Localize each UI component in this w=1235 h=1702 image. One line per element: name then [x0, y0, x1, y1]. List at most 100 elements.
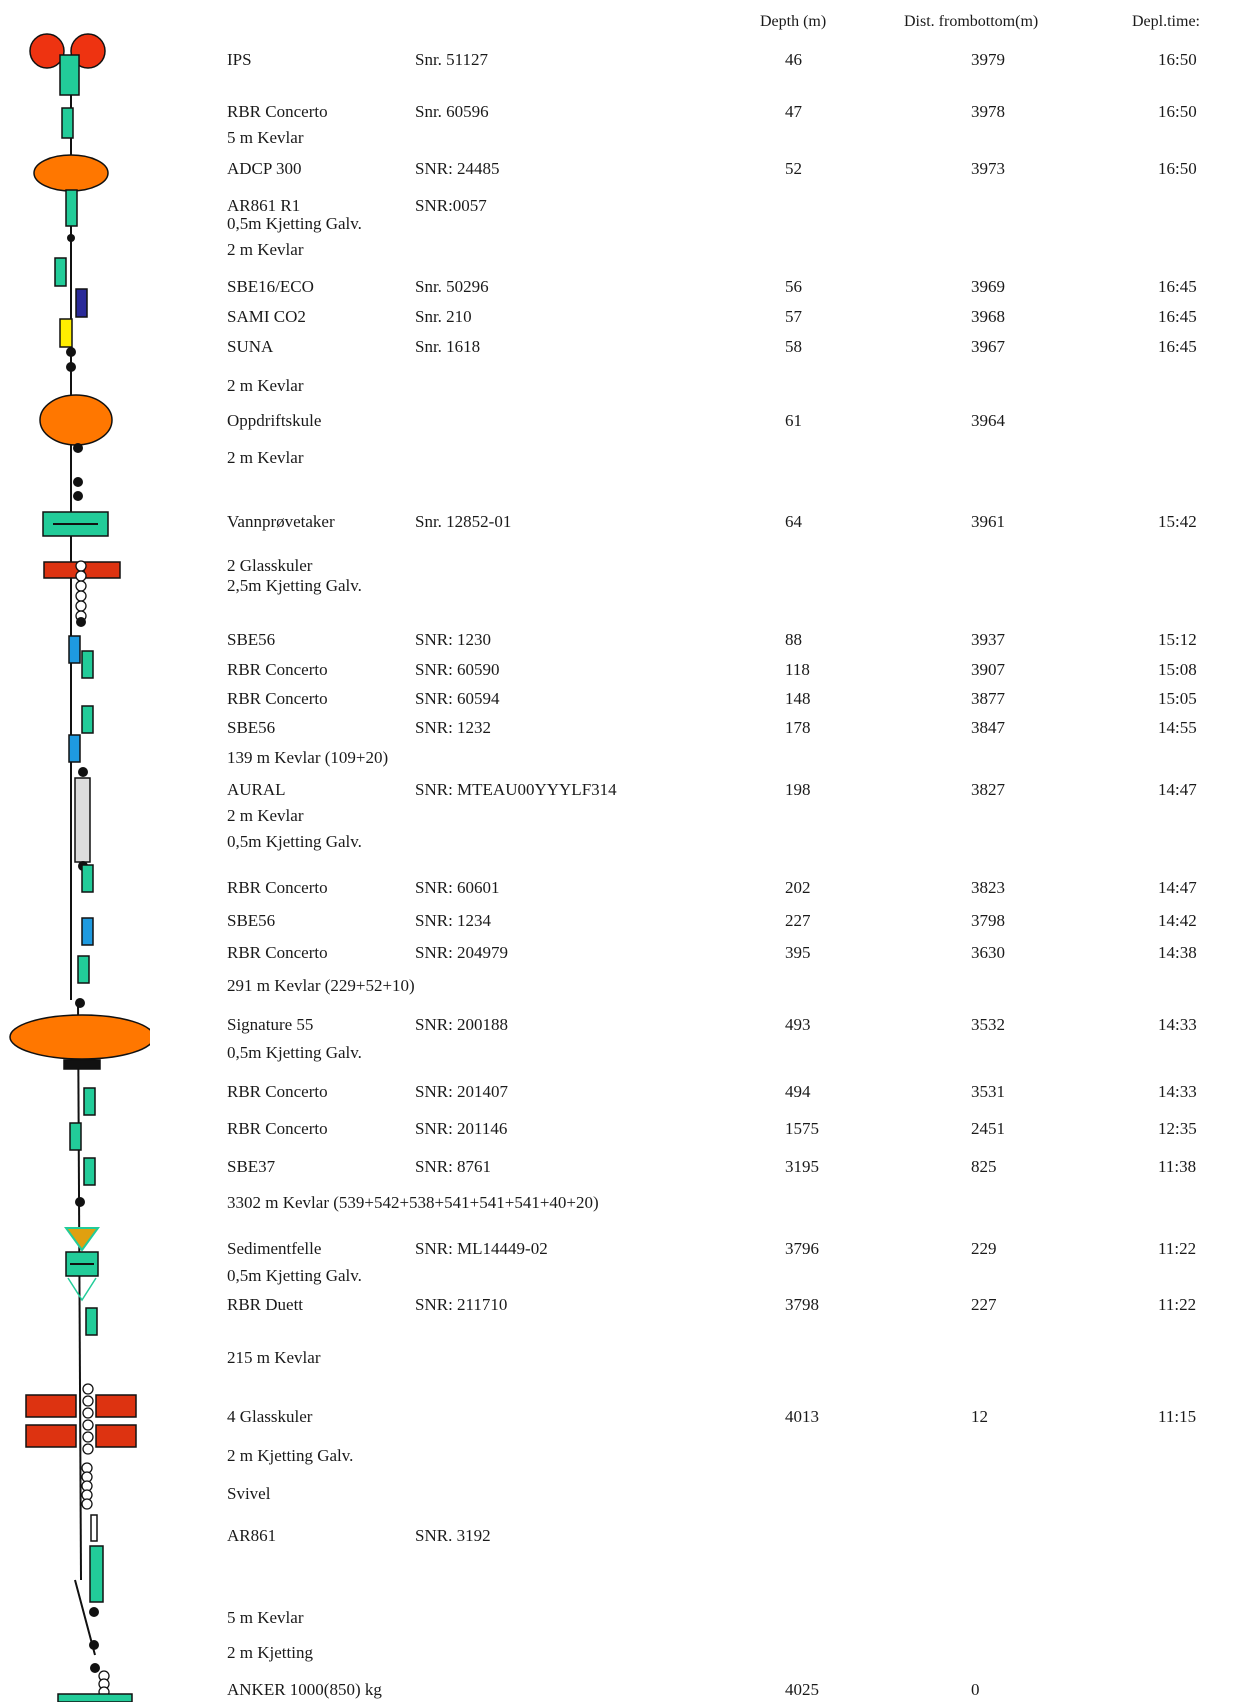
row-time: 14:47 — [1158, 878, 1197, 897]
glass-float-lower-left — [25, 1424, 77, 1448]
row-name: AURAL — [227, 780, 286, 799]
row-snr: SNR: 60590 — [415, 660, 500, 679]
row-depth: 198 — [785, 780, 811, 799]
row-dist: 229 — [971, 1239, 997, 1258]
rbr-concerto-instrument — [81, 650, 94, 679]
row-dist: 3979 — [971, 50, 1005, 69]
suna-instrument — [59, 318, 73, 348]
shackle — [78, 767, 88, 777]
row-time: 16:50 — [1158, 102, 1197, 121]
buoyancy-float — [39, 394, 113, 446]
shackle — [73, 477, 83, 487]
row-name: 2 m Kevlar — [227, 448, 304, 467]
row-name: 0,5m Kjetting Galv. — [227, 1043, 362, 1062]
row-time: 16:45 — [1158, 277, 1197, 296]
row-time: 14:47 — [1158, 780, 1197, 799]
row-name: 139 m Kevlar (109+20) — [227, 748, 389, 767]
rbr-concerto-instrument — [81, 864, 94, 893]
row-name: RBR Concerto — [227, 1082, 328, 1101]
rbr-concerto-instrument — [61, 107, 74, 139]
row-name: Signature 55 — [227, 1015, 314, 1034]
row-depth: 202 — [785, 878, 811, 897]
row-time: 16:50 — [1158, 50, 1197, 69]
row-time: 15:08 — [1158, 660, 1197, 679]
chain-link — [75, 570, 87, 582]
row-depth: 3796 — [785, 1239, 819, 1258]
row-dist: 12 — [971, 1407, 988, 1426]
row-name: IPS — [227, 50, 252, 69]
row-dist: 3937 — [971, 630, 1005, 649]
shackle — [89, 1640, 99, 1650]
glass-float-link — [82, 1383, 94, 1395]
row-dist: 2451 — [971, 1119, 1005, 1138]
row-name: RBR Concerto — [227, 660, 328, 679]
row-name: 2 Glasskuler — [227, 556, 313, 575]
row-name: RBR Duett — [227, 1295, 304, 1314]
rbr-concerto-instrument — [81, 705, 94, 734]
row-dist: 3978 — [971, 102, 1005, 121]
row-depth: 148 — [785, 689, 811, 708]
row-name: 215 m Kevlar — [227, 1348, 321, 1367]
ar861-release — [65, 189, 78, 227]
glass-float-upper-right — [95, 1394, 137, 1418]
row-name: ADCP 300 — [227, 159, 302, 178]
row-dist: 3907 — [971, 660, 1005, 679]
row-time: 14:55 — [1158, 718, 1197, 737]
row-snr: Snr. 210 — [415, 307, 472, 326]
row-name: Svivel — [227, 1484, 271, 1503]
row-name: 2 m Kjetting — [227, 1643, 313, 1662]
row-name: SBE56 — [227, 630, 276, 649]
row-snr: Snr. 51127 — [415, 50, 489, 69]
row-depth: 46 — [785, 50, 802, 69]
row-dist: 3968 — [971, 307, 1005, 326]
row-snr: Snr. 12852-01 — [415, 512, 512, 531]
row-snr: Snr. 50296 — [415, 277, 489, 296]
chain-link — [81, 1498, 93, 1510]
glass-float-link — [82, 1419, 94, 1431]
row-snr: SNR: 1234 — [415, 911, 492, 930]
row-snr: SNR: 8761 — [415, 1157, 492, 1176]
row-time: 11:22 — [1158, 1239, 1197, 1258]
chain-link — [75, 580, 87, 592]
row-time: 11:22 — [1158, 1295, 1197, 1314]
chain-link — [75, 590, 87, 602]
row-depth: 4025 — [785, 1680, 819, 1699]
row-time: 15:42 — [1158, 512, 1197, 531]
glass-float-lower-right — [95, 1424, 137, 1448]
row-name: SAMI CO2 — [227, 307, 306, 326]
row-dist: 3823 — [971, 878, 1005, 897]
row-name: SBE56 — [227, 718, 276, 737]
shackle — [67, 234, 75, 242]
row-depth: 52 — [785, 159, 802, 178]
row-dist: 3877 — [971, 689, 1005, 708]
chain-link — [75, 600, 87, 612]
row-name: Vannprøvetaker — [227, 512, 335, 531]
row-dist: 825 — [971, 1157, 997, 1176]
row-snr: SNR: 1230 — [415, 630, 492, 649]
sbe56-instrument — [68, 635, 81, 664]
row-name: SBE56 — [227, 911, 276, 930]
row-snr: SNR: 201407 — [415, 1082, 509, 1101]
ips-instrument — [59, 54, 80, 96]
shackle — [75, 1197, 85, 1207]
rbr-duett-instrument — [85, 1307, 98, 1336]
row-name: 0,5m Kjetting Galv. — [227, 214, 362, 233]
row-dist: 3969 — [971, 277, 1005, 296]
row-dist: 3798 — [971, 911, 1005, 930]
row-depth: 494 — [785, 1082, 811, 1101]
row-name: 291 m Kevlar (229+52+10) — [227, 976, 415, 995]
row-dist: 3531 — [971, 1082, 1005, 1101]
row-name: RBR Concerto — [227, 102, 328, 121]
row-time: 16:50 — [1158, 159, 1197, 178]
row-time: 12:35 — [1158, 1119, 1197, 1138]
row-name: 5 m Kevlar — [227, 1608, 304, 1627]
shackle — [66, 347, 76, 357]
row-snr: SNR: ML14449-02 — [415, 1239, 548, 1258]
rbr-concerto-instrument — [83, 1087, 96, 1116]
row-depth: 4013 — [785, 1407, 819, 1426]
row-depth: 47 — [785, 102, 802, 121]
row-name: AR861 — [227, 1526, 277, 1545]
row-name: RBR Concerto — [227, 1119, 328, 1138]
signature55-frame — [63, 1059, 101, 1070]
row-name: 3302 m Kevlar (539+542+538+541+541+541+4… — [227, 1193, 599, 1212]
